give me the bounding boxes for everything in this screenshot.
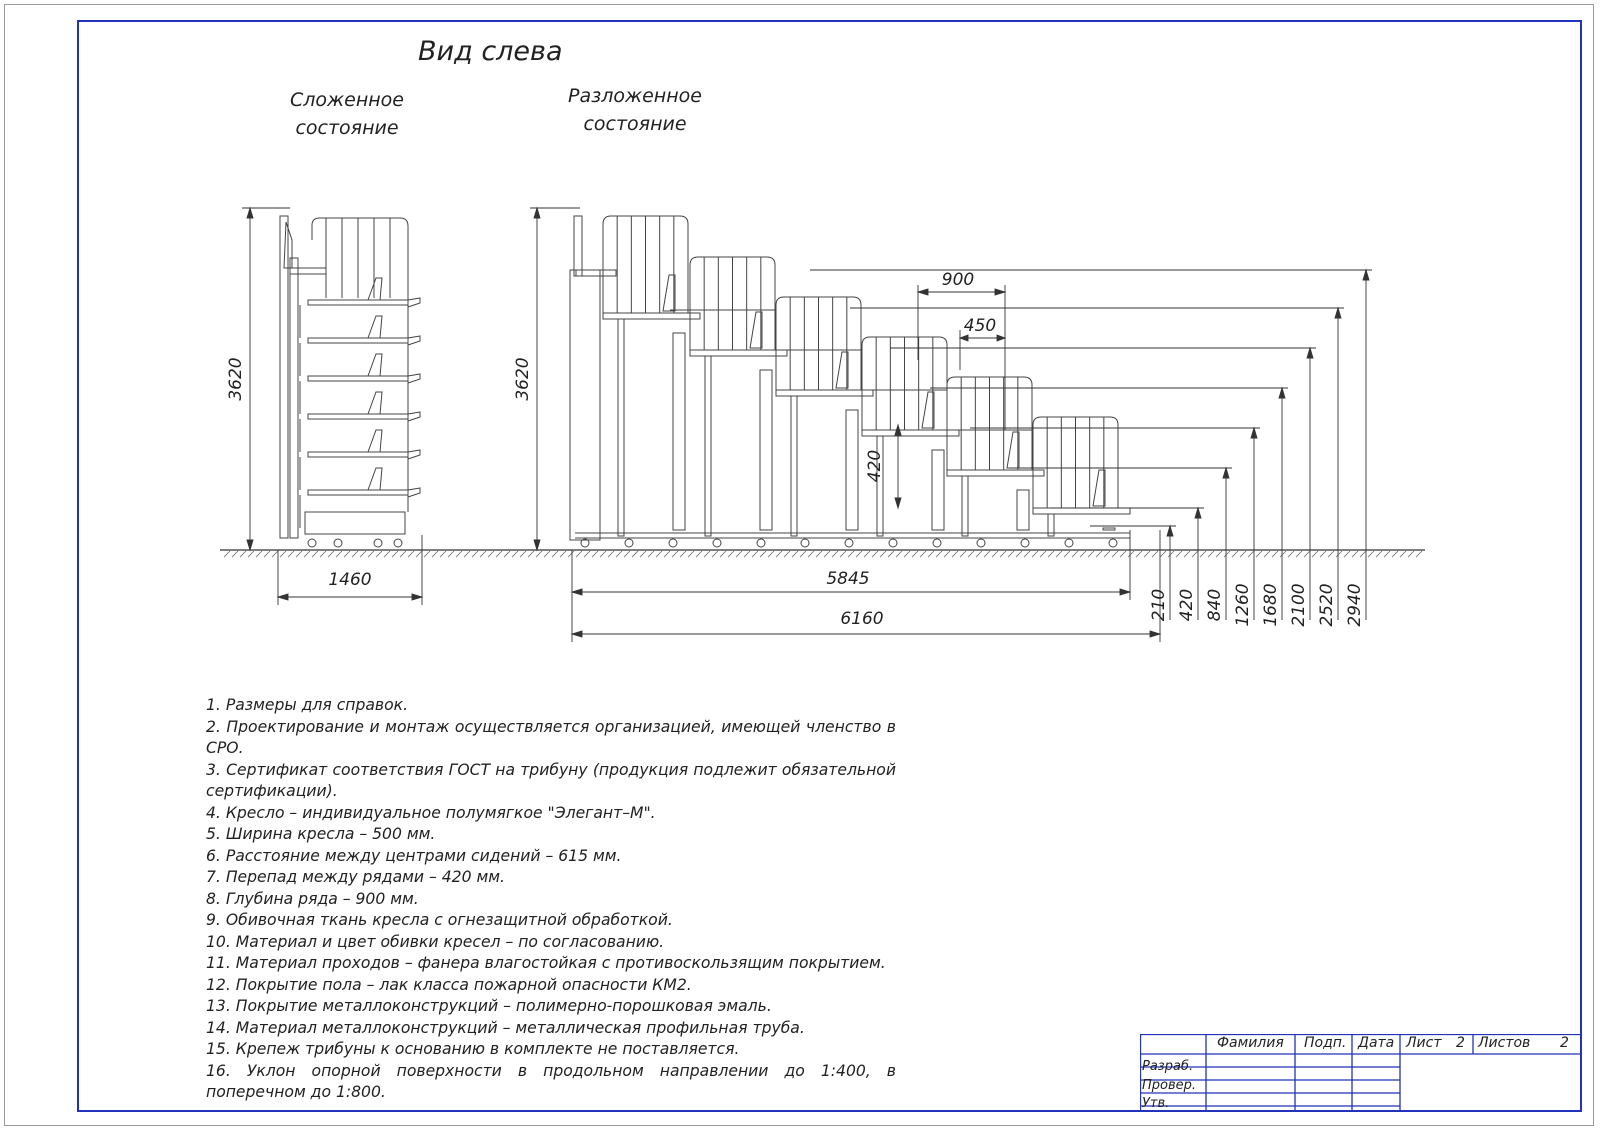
level-dim: 2100	[1289, 583, 1309, 626]
sheet-label: Лист	[1406, 1035, 1442, 1051]
folded-tribune	[279, 215, 421, 548]
note-item: 3. Сертификат соответствия ГОСТ на трибу…	[206, 760, 896, 801]
unfolded-state-label: Разложенное состояние	[560, 82, 710, 138]
length-base-dim: 5845	[826, 569, 869, 589]
note-item: 7. Перепад между рядами – 420 мм.	[206, 868, 505, 886]
riser-dim: 420	[865, 450, 885, 482]
step-depth-dim: 900	[942, 270, 974, 290]
level-dim: 840	[1205, 589, 1225, 621]
notes-list: 1. Размеры для справок. 2. Проектировани…	[206, 695, 896, 1104]
folded-height-dim: 3620	[226, 357, 246, 400]
unfolded-height-dim: 3620	[513, 357, 533, 400]
dimension-lines	[242, 206, 1372, 642]
row-developed: Разраб.	[1142, 1059, 1194, 1074]
note-item: 16. Уклон опорной поверхности в продольн…	[206, 1061, 896, 1102]
level-dim: 2520	[1317, 583, 1337, 626]
folded-label-line1: Сложенное	[290, 89, 404, 111]
row-approved: Утв.	[1142, 1096, 1170, 1111]
view-title: Вид слева	[418, 36, 563, 67]
level-dim: 1260	[1233, 583, 1253, 626]
unfolded-tribune	[569, 215, 1131, 548]
sheet-border	[4, 4, 1594, 1126]
note-item: 6. Расстояние между центрами сидений – 6…	[206, 846, 622, 865]
note-item: 11. Материал проходов – фанера влагостой…	[206, 954, 886, 972]
half-depth-dim: 450	[964, 316, 996, 336]
note-item: 5. Ширина кресла – 500 мм.	[206, 825, 436, 843]
sheets-label: Листов	[1478, 1035, 1531, 1051]
unfolded-label-line1: Разложенное	[568, 85, 702, 107]
level-dim: 1680	[1261, 583, 1281, 626]
note-item: 14. Материал металлоконструкций – металл…	[206, 1018, 805, 1037]
note-item: 8. Глубина ряда – 900 мм.	[206, 889, 419, 908]
note-item: 15. Крепеж трибуны к основанию в комплек…	[206, 1040, 740, 1058]
col-sign: Подп.	[1304, 1035, 1347, 1051]
title-block: Фамилия Подп. Дата Лист 2 Листов 2 Разра…	[1140, 1034, 1582, 1112]
sheet-value: 2	[1456, 1035, 1465, 1051]
drawing-frame	[77, 20, 1582, 1112]
row-checked: Провер.	[1142, 1078, 1197, 1093]
note-item: 12. Покрытие пола – лак класса пожарной …	[206, 975, 692, 994]
note-item: 2. Проектирование и монтаж осуществляетс…	[206, 717, 896, 758]
title-block-grid	[1140, 1034, 1582, 1112]
sheets-value: 2	[1560, 1035, 1569, 1051]
folded-width-dim: 1460	[328, 570, 371, 590]
note-item: 13. Покрытие металлоконструкций – полиме…	[206, 997, 772, 1015]
note-item: 1. Размеры для справок.	[206, 696, 409, 714]
level-dim: 210	[1149, 589, 1169, 621]
note-item: 9. Обивочная ткань кресла с огнезащитной…	[206, 911, 673, 929]
col-surname: Фамилия	[1217, 1035, 1284, 1051]
level-dim: 2940	[1345, 583, 1365, 626]
folded-label-line2: состояние	[295, 117, 399, 139]
note-item: 4. Кресло – индивидуальное полумягкое "Э…	[206, 803, 656, 822]
ground-line	[220, 549, 1425, 558]
level-dim: 420	[1177, 589, 1197, 621]
unfolded-label-line2: состояние	[583, 113, 687, 135]
length-total-dim: 6160	[840, 609, 883, 629]
note-item: 10. Материал и цвет обивки кресел – по с…	[206, 932, 665, 951]
folded-state-label: Сложенное состояние	[272, 86, 422, 142]
col-date: Дата	[1358, 1035, 1395, 1051]
